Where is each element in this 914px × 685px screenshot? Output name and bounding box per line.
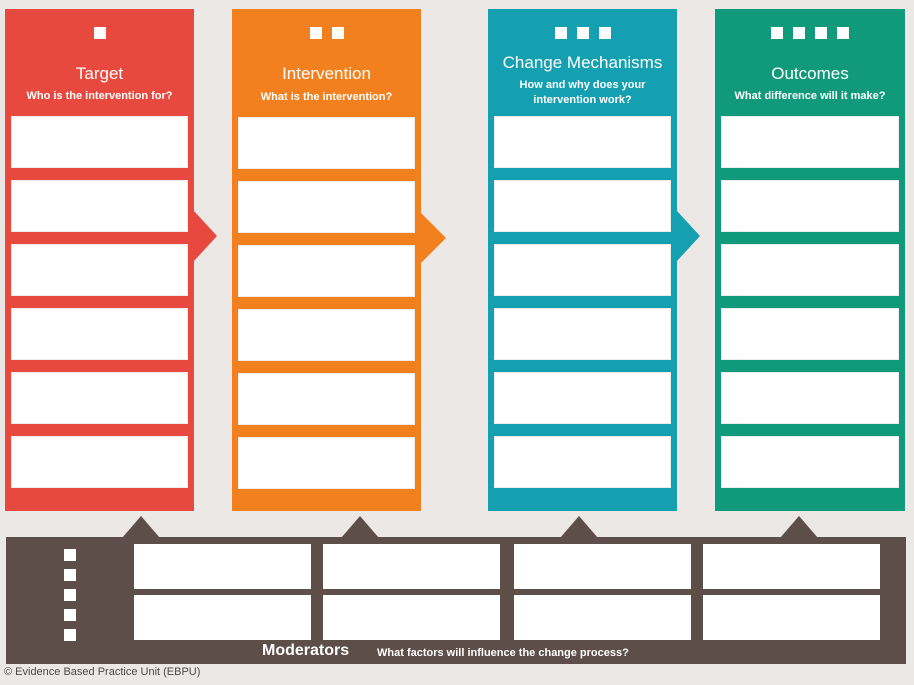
moderator-input-box[interactable] bbox=[703, 544, 880, 589]
input-box[interactable] bbox=[238, 117, 415, 169]
moderator-input-box[interactable] bbox=[514, 595, 691, 640]
moderator-link-arrow bbox=[560, 516, 598, 538]
flow-arrow bbox=[421, 213, 446, 263]
input-box[interactable] bbox=[721, 180, 899, 232]
input-box[interactable] bbox=[11, 372, 188, 424]
input-box[interactable] bbox=[494, 116, 671, 168]
input-box[interactable] bbox=[721, 308, 899, 360]
level-indicator bbox=[488, 27, 677, 39]
input-box[interactable] bbox=[494, 436, 671, 488]
input-box[interactable] bbox=[11, 116, 188, 168]
column-change-mechanisms: Change Mechanisms How and why does your … bbox=[488, 9, 677, 511]
input-box[interactable] bbox=[238, 373, 415, 425]
input-box[interactable] bbox=[721, 372, 899, 424]
column-title: Target bbox=[75, 64, 124, 83]
moderators-panel: Moderators What factors will influence t… bbox=[6, 537, 906, 664]
flow-arrow bbox=[677, 211, 700, 261]
level-indicator bbox=[64, 549, 76, 649]
column-subtitle: intervention work? bbox=[533, 94, 632, 106]
column-subtitle: What is the intervention? bbox=[260, 91, 393, 103]
column-title: Intervention bbox=[282, 64, 371, 83]
input-box[interactable] bbox=[238, 245, 415, 297]
moderator-input-box[interactable] bbox=[134, 595, 311, 640]
moderator-input-box[interactable] bbox=[323, 544, 500, 589]
moderators-question: What factors will influence the change p… bbox=[377, 647, 629, 659]
input-box[interactable] bbox=[721, 244, 899, 296]
input-box[interactable] bbox=[494, 372, 671, 424]
moderators-label: Moderators bbox=[262, 642, 350, 659]
input-box[interactable] bbox=[494, 308, 671, 360]
column-subtitle: Who is the intervention for? bbox=[26, 90, 173, 102]
column-subtitle: What difference will it make? bbox=[734, 90, 886, 102]
column-title: Change Mechanisms bbox=[502, 53, 663, 72]
input-box[interactable] bbox=[11, 244, 188, 296]
column-target: Target Who is the intervention for? bbox=[5, 9, 194, 511]
input-box[interactable] bbox=[238, 437, 415, 489]
moderator-link-arrow bbox=[122, 516, 160, 538]
moderator-input-box[interactable] bbox=[703, 595, 880, 640]
moderator-link-arrow bbox=[780, 516, 818, 538]
input-box[interactable] bbox=[11, 180, 188, 232]
column-outcomes: Outcomes What difference will it make? bbox=[715, 9, 905, 511]
moderator-input-box[interactable] bbox=[323, 595, 500, 640]
moderator-input-box[interactable] bbox=[134, 544, 311, 589]
copyright-footer: © Evidence Based Practice Unit (EBPU) bbox=[4, 666, 201, 678]
moderator-link-arrow bbox=[341, 516, 379, 538]
column-intervention: Intervention What is the intervention? bbox=[232, 9, 421, 511]
input-box[interactable] bbox=[494, 180, 671, 232]
level-indicator bbox=[5, 27, 194, 39]
input-box[interactable] bbox=[721, 436, 899, 488]
input-box[interactable] bbox=[11, 308, 188, 360]
column-title: Outcomes bbox=[771, 64, 849, 83]
input-box[interactable] bbox=[238, 309, 415, 361]
input-box[interactable] bbox=[721, 116, 899, 168]
input-box[interactable] bbox=[238, 181, 415, 233]
input-box[interactable] bbox=[494, 244, 671, 296]
moderator-input-box[interactable] bbox=[514, 544, 691, 589]
level-indicator bbox=[715, 27, 905, 39]
input-box[interactable] bbox=[11, 436, 188, 488]
flow-arrow bbox=[194, 211, 217, 261]
level-indicator bbox=[232, 27, 421, 39]
column-subtitle: How and why does your bbox=[519, 79, 646, 91]
